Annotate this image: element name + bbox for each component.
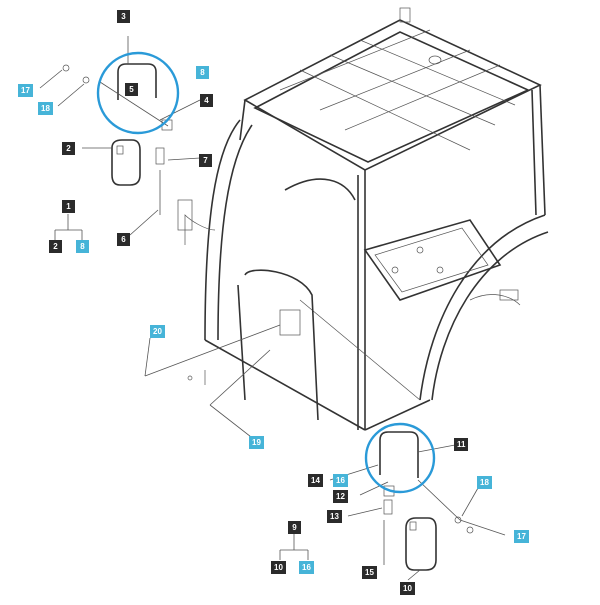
callout-18: 18: [38, 102, 53, 115]
mirror-part-10: [405, 487, 479, 581]
callout-8-kit: 8: [76, 240, 89, 253]
door-frame: [177, 199, 319, 421]
floor-plate: [204, 219, 502, 431]
callout-11: 11: [454, 438, 469, 451]
highlight-circle-top: [96, 51, 180, 135]
callout-16-kit: 16: [299, 561, 314, 574]
callout-10: 10: [400, 582, 415, 595]
callout-9: 9: [288, 521, 301, 534]
highlight-circle-bottom: [364, 422, 436, 494]
callout-1: 1: [62, 200, 75, 213]
kit-9-bracket: [279, 534, 309, 560]
bolts-mid-left: [144, 324, 281, 441]
callout-2: 2: [62, 142, 75, 155]
callout-2-kit: 2: [49, 240, 62, 253]
front-left-arch: [204, 119, 356, 341]
handle-part-11: [329, 431, 506, 565]
mirror-part-2: [82, 139, 141, 186]
callout-20: 20: [150, 325, 165, 338]
roof-frame: [243, 7, 542, 171]
pillars: [239, 84, 546, 430]
fasteners-top-left: [39, 64, 201, 236]
callout-12: 12: [333, 490, 348, 503]
callout-3: 3: [117, 10, 130, 23]
callout-13: 13: [327, 510, 342, 523]
callout-10-kit: 10: [271, 561, 286, 574]
callout-18-lower: 18: [477, 476, 492, 489]
rear-fender: [419, 214, 549, 401]
highlight-circles: [96, 51, 436, 494]
callout-17: 17: [18, 84, 33, 97]
callout-8: 8: [196, 66, 209, 79]
callout-15: 15: [362, 566, 377, 579]
callout-5: 5: [125, 83, 138, 96]
kit-1-bracket: [54, 214, 83, 240]
callout-14: 14: [308, 474, 323, 487]
callout-7: 7: [199, 154, 212, 167]
callout-17-lower: 17: [514, 530, 529, 543]
callout-6: 6: [117, 233, 130, 246]
callout-16: 16: [333, 474, 348, 487]
callout-4: 4: [200, 94, 213, 107]
callout-19: 19: [249, 436, 264, 449]
